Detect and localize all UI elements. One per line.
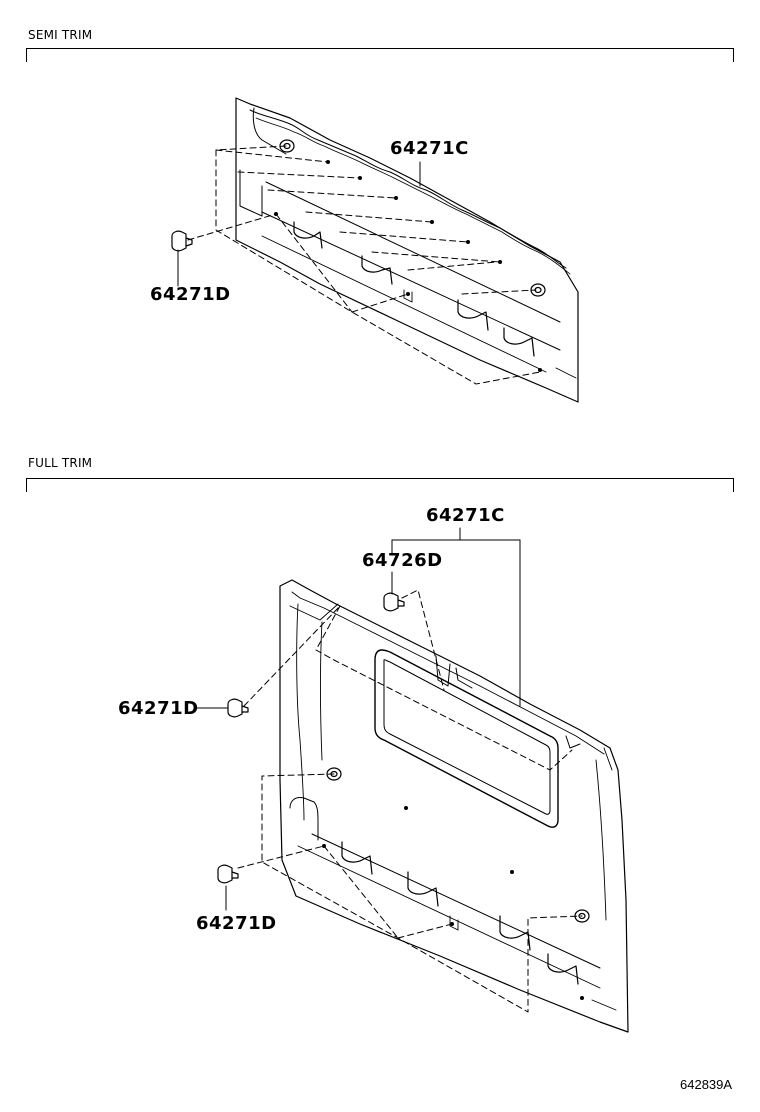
full-label-leaders (195, 527, 521, 911)
full-trim-dashed-leaders (237, 589, 583, 1013)
section-label-full-trim: FULL TRIM (28, 456, 93, 470)
semi-clip-icon (171, 230, 193, 252)
part-label-semi-panel: 64271C (390, 138, 469, 159)
part-label-full-clip-bottom: 64271D (196, 913, 277, 934)
section-bracket-full-trim (26, 478, 734, 492)
part-label-full-clip-top: 64726D (362, 550, 443, 571)
part-label-full-clip-left: 64271D (118, 698, 199, 719)
semi-trim-panel (235, 97, 579, 403)
section-bracket-semi-trim (26, 48, 734, 62)
full-clip-left-icon (227, 698, 249, 718)
full-clip-bottom-icon (217, 864, 239, 884)
part-label-semi-clip: 64271D (150, 284, 231, 305)
semi-trim-dashed-leaders (187, 145, 541, 385)
full-trim-panel (279, 579, 629, 1033)
section-label-semi-trim: SEMI TRIM (28, 28, 93, 42)
diagram-code: 642839A (680, 1077, 733, 1092)
full-clip-top-icon (383, 592, 405, 612)
part-label-full-panel: 64271C (426, 505, 505, 526)
